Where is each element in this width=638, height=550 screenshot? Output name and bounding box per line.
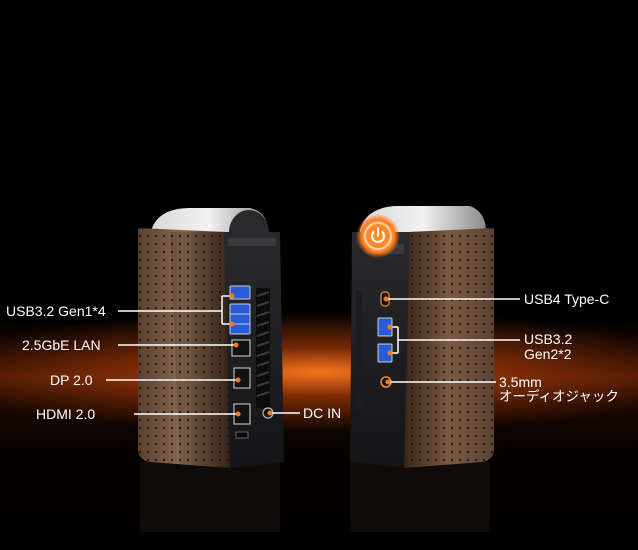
usb-ports-gen1 [229,285,251,335]
label-usb4-type-c: USB4 Type-C [524,291,610,307]
dp-port [233,367,251,389]
label-dc-in: DC IN [303,405,342,421]
label-dp: DP 2.0 [50,372,93,388]
label-usb32-gen2-line2: Gen2*2 [524,346,572,362]
vent-grille [256,288,270,408]
power-icon [371,227,385,243]
left-reflection [140,462,280,532]
label-audio-line2: オーディオジャック [499,389,619,404]
callout-lines [106,295,520,415]
lan-port [231,339,251,357]
label-2-5gbe-lan: 2.5GbE LAN [22,337,101,353]
right-reflection [350,462,490,532]
callout-dots [229,293,393,417]
right-mini-pc [350,206,494,468]
label-audio-line1: 3.5mm [499,374,542,390]
label-usb32-gen1: USB3.2 Gen1*4 [6,303,106,319]
label-usb32-gen2-line1: USB3.2 [524,331,573,347]
label-hdmi: HDMI 2.0 [36,406,96,422]
left-mini-pc [138,208,284,468]
